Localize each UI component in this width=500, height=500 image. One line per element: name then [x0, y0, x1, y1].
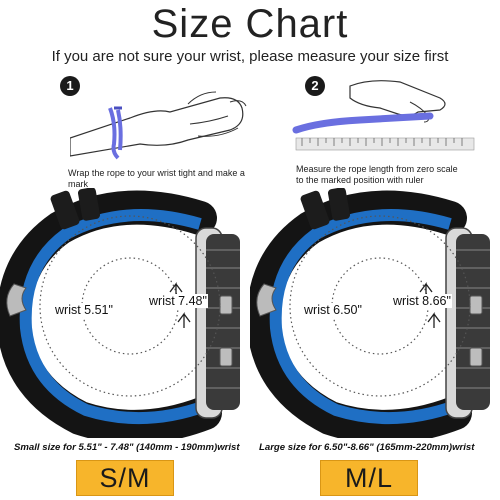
size-badge-sm: S/M [76, 460, 174, 496]
page-title: Size Chart [151, 2, 349, 46]
size-badge-ml: M/L [320, 460, 418, 496]
hand-ruler-illustration [292, 80, 475, 151]
band-ml-max-label: wrist 8.66" [392, 294, 452, 308]
step-2-caption-line1: Measure the rope length from zero scale [296, 164, 458, 174]
step-1-caption: Wrap the rope to your wrist tight and ma… [68, 168, 245, 189]
step-2-caption-line2: to the marked position with ruler [296, 175, 424, 185]
band-sm-min-label: wrist 5.51" [54, 303, 114, 317]
band-ml-size-note: Large size for 6.50"-8.66" (165mm-220mm)… [259, 442, 475, 453]
band-sm-size-note: Small size for 5.51" - 7.48" (140mm - 19… [14, 442, 240, 453]
watch-band-illustration [250, 188, 490, 438]
watch-band-illustration [0, 188, 240, 438]
band-ml-min-label: wrist 6.50" [303, 303, 363, 317]
step-1-number: 1 [60, 76, 80, 96]
hand-wrist-illustration [70, 91, 247, 160]
page-subtitle: If you are not sure your wrist, please m… [51, 48, 449, 65]
band-sm-max-label: wrist 7.48" [148, 294, 208, 308]
step-2-number: 2 [305, 76, 325, 96]
